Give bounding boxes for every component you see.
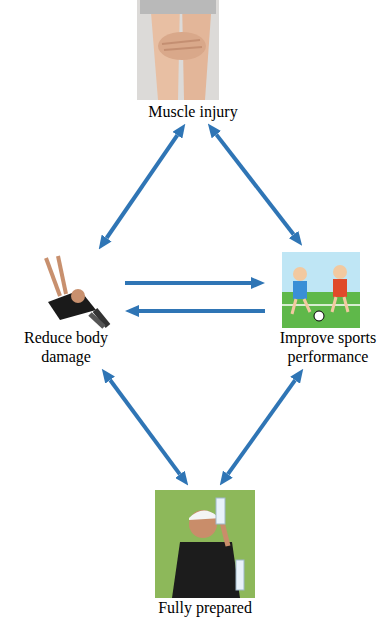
photo-shape [333,265,347,279]
photo-space [130,0,256,102]
arrow-connector [110,380,180,474]
photo-node: Reduce body damage [10,252,122,366]
photo-shape [71,289,85,303]
photo-shape [222,522,228,546]
photo-node: Muscle injury [130,0,256,121]
photo-shape [216,498,225,524]
node-caption: Muscle injury [133,102,253,121]
photo-shape [293,281,307,299]
drinking-photo [155,490,255,598]
photo-shape [236,560,244,590]
photo-space [10,252,122,328]
node-caption: Improve sports performance [272,328,384,366]
photo-shape [344,297,348,312]
photo-shape [333,279,347,297]
photo-node: Fully prepared [145,488,265,617]
arrow-connector [228,380,295,474]
photo-shape [292,299,296,314]
photo-shape [58,256,66,294]
photo-shape [293,267,307,281]
arrow-connector [139,309,265,313]
photo-space [268,248,388,328]
photo-shape [332,297,336,312]
photo-node: Improve sports performance [268,248,388,366]
photo-shape [172,542,240,598]
photo-shape [137,0,219,100]
crunch-photo [46,256,108,327]
photo-shape [140,0,216,14]
photo-shape [90,314,104,327]
node-caption: Fully prepared [147,598,263,617]
photo-shape [155,490,255,598]
knee-photo [137,0,219,100]
photo-shape [158,32,206,60]
photo-shape [282,252,360,328]
photo-shape [304,299,310,312]
photo-space [145,488,265,598]
node-caption: Reduce body damage [16,328,116,366]
photo-shape [314,311,324,321]
arrow-connector [216,135,293,235]
arrow-connector [125,281,251,285]
arrow-connector [107,135,178,238]
photo-shape [162,40,202,50]
football-photo [282,252,360,328]
